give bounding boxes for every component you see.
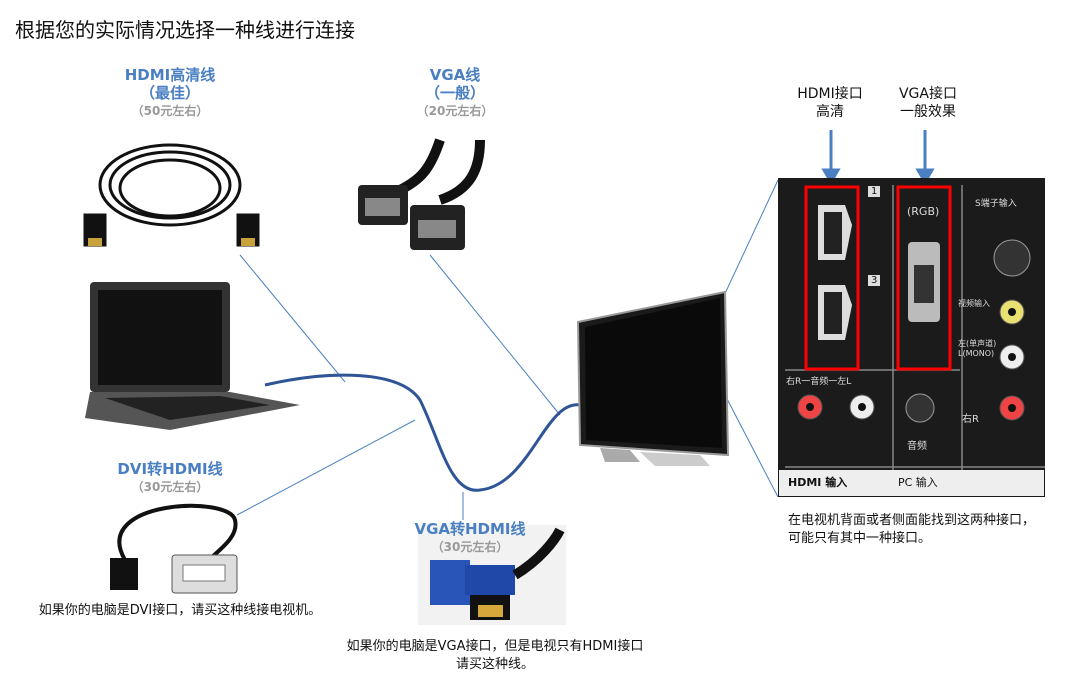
panel-audio-lr: 右R一音频一左L <box>786 377 852 387</box>
hdmi-cable-name: HDMI高清线 <box>124 66 216 84</box>
vga-port-label: VGA接口 一般效果 <box>878 85 978 121</box>
cable-curve <box>264 373 581 492</box>
panel-video-input: 视频输入 <box>958 299 990 308</box>
hdmi-port-name: HDMI接口 <box>797 86 863 102</box>
panel-right: 右R <box>962 414 979 425</box>
panel-port-1: 1 <box>868 186 881 197</box>
down-arrows <box>821 130 935 185</box>
vga-hdmi-cable-image <box>418 525 566 625</box>
vga-cable-note: （一般） <box>424 84 485 102</box>
vga-port-quality: 一般效果 <box>900 104 956 120</box>
panel-rgb-label: (RGB) <box>907 205 940 218</box>
hdmi-cable-label: HDMI高清线 （最佳） （50元左右） <box>100 66 240 120</box>
panel-audio: 音频 <box>907 441 927 452</box>
panel-port-3: 3 <box>868 275 881 286</box>
vga-cable-label: VGA线 （一般） （20元左右） <box>385 66 525 120</box>
hdmi-port-label: HDMI接口 高清 <box>780 85 880 121</box>
dvi-caption: 如果你的电脑是DVI接口，请买这种线接电视机。 <box>38 603 322 618</box>
vga-hdmi-caption: 如果你的电脑是VGA接口，但是电视只有HDMI接口请买这种线。 <box>346 639 644 672</box>
panel-mono: 左(单声道) L(MONO) <box>958 339 997 358</box>
page-title: 根据您的实际情况选择一种线进行连接 <box>15 18 355 42</box>
connector-lines <box>236 179 779 520</box>
vga-hdmi-cable-label: VGA转HDMI线 （30元左右） <box>395 520 545 556</box>
hdmi-cable-note: （最佳） <box>139 84 200 102</box>
vga-hdmi-cable-name: VGA转HDMI线 <box>414 520 526 538</box>
panel-hdmi-input: HDMI 输入 <box>788 476 848 489</box>
ports-caption: 在电视机背面或者侧面能找到这两种接口，可能只有其中一种接口。 <box>788 513 1036 546</box>
dvi-cable-price: （30元左右） <box>131 480 209 494</box>
vga-cable-price: （20元左右） <box>416 104 494 118</box>
dvi-cable-label: DVI转HDMI线 （30元左右） <box>90 460 250 496</box>
hdmi-cable-image <box>83 143 260 247</box>
panel-pc-input: PC 输入 <box>898 476 938 489</box>
tv-image <box>576 290 730 466</box>
dvi-cable-image <box>110 503 238 594</box>
vga-cable-name: VGA线 <box>429 66 481 84</box>
hdmi-cable-price: （50元左右） <box>131 104 209 118</box>
laptop-image <box>85 282 300 430</box>
panel-s-input: S端子输入 <box>975 199 1017 209</box>
vga-hdmi-cable-price: （30元左右） <box>431 540 509 554</box>
dvi-cable-name: DVI转HDMI线 <box>117 460 223 478</box>
tv-port-panel <box>778 178 1045 497</box>
hdmi-port-quality: 高清 <box>816 104 844 120</box>
vga-cable-image <box>358 138 485 250</box>
vga-port-name: VGA接口 <box>898 86 957 102</box>
